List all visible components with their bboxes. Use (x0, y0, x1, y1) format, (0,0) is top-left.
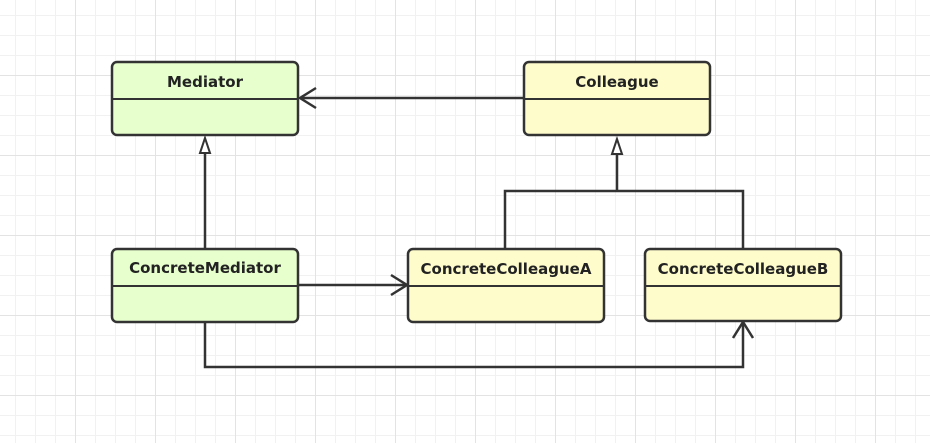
class-name-concrete-colleague-a: ConcreteColleagueA (421, 260, 592, 278)
class-concrete-colleague-b[interactable]: ConcreteColleagueB (643, 247, 843, 323)
generalization-concretecolleagues-to-colleague (503, 135, 745, 249)
class-name-concrete-colleague-b: ConcreteColleagueB (658, 260, 829, 278)
association-concretemediator-to-concretecolleagueb (203, 319, 755, 369)
class-concrete-colleague-a[interactable]: ConcreteColleagueA (406, 247, 606, 324)
class-name-mediator: Mediator (167, 73, 244, 91)
association-colleague-to-mediator (297, 86, 524, 110)
class-mediator[interactable]: Mediator (110, 60, 300, 137)
association-concretemediator-to-concretecolleaguea (299, 273, 410, 297)
class-concrete-mediator[interactable]: ConcreteMediator (110, 247, 300, 324)
generalization-concretemediator-to-mediator (198, 134, 212, 249)
class-name-colleague: Colleague (575, 73, 658, 91)
class-name-concrete-mediator: ConcreteMediator (129, 259, 281, 277)
class-colleague[interactable]: Colleague (522, 60, 712, 137)
